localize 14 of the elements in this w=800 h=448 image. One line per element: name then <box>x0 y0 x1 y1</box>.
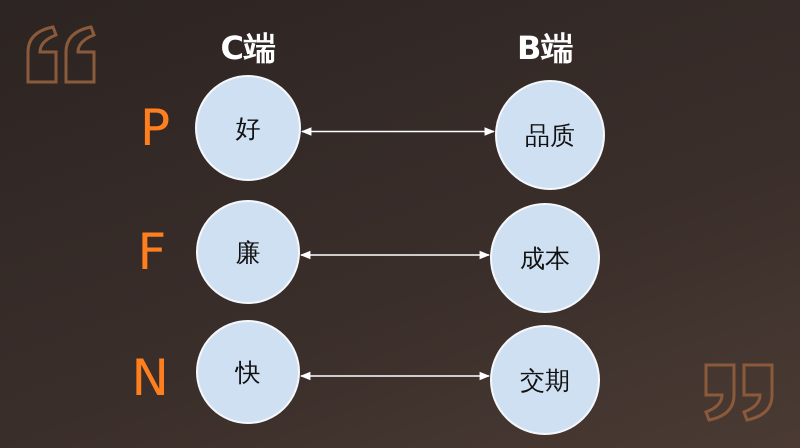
circle-node: 快 <box>196 320 300 424</box>
circle-node: 品质 <box>495 80 605 190</box>
row-letter: P <box>140 103 170 153</box>
row-letter: N <box>132 353 169 403</box>
column-heading: B端 <box>517 32 574 64</box>
circle-node: 交期 <box>490 325 600 435</box>
circle-node: 好 <box>195 75 301 181</box>
double-arrow <box>300 127 496 136</box>
circle-node: 廉 <box>196 200 300 304</box>
column-heading: C端 <box>220 32 276 64</box>
double-arrow <box>300 250 490 260</box>
row-letter: F <box>138 227 166 277</box>
double-arrow <box>300 372 490 380</box>
circle-node: 成本 <box>490 203 600 313</box>
